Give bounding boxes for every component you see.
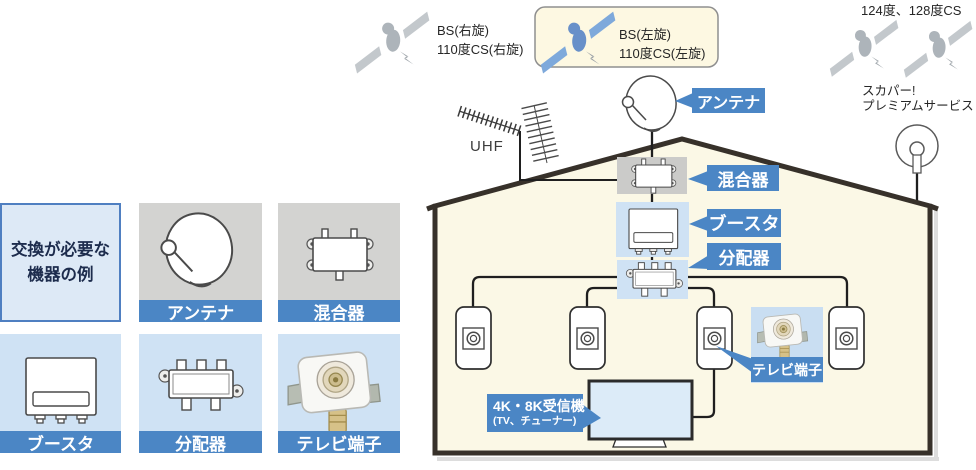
- tv-icon: [587, 379, 694, 448]
- satellite-bs-right-icon: [346, 11, 439, 79]
- satellite-cs128-icon: [896, 20, 976, 83]
- house-shadow-bottom: [437, 457, 939, 461]
- satellite-cs124-icon: [822, 19, 908, 82]
- booster-callout: ブースタ: [707, 209, 781, 237]
- bs-right-label: BS(右旋) 110度CS(右旋): [437, 23, 524, 57]
- left-hand-polarization-highlight-box: [534, 6, 719, 68]
- legend-title: 交換が必要な 機器の例: [0, 203, 121, 322]
- legend-label-antenna: アンテナ: [139, 300, 262, 323]
- right-eave: [929, 203, 939, 212]
- legend-label-splitter: 分配器: [139, 431, 262, 454]
- bs-left-label: BS(左旋) 110度CS(左旋): [619, 27, 706, 61]
- wall-outlet-2: [569, 306, 606, 370]
- antenna-callout: アンテナ: [692, 88, 765, 113]
- outlet3-to-tv-cable: [691, 349, 716, 419]
- legend-label-booster: ブースタ: [0, 431, 121, 454]
- legend-booster-icon: [25, 357, 97, 424]
- legend-label-mixer: 混合器: [278, 300, 400, 323]
- mixer-callout: 混合器: [707, 165, 779, 191]
- skyperfect-label: スカパー! プレミアムサービス: [862, 84, 974, 113]
- uhf-label: UHF: [470, 138, 504, 155]
- uhf-antenna-icon: [457, 102, 652, 181]
- cs-degrees-label: 124度、128度CS: [861, 3, 962, 18]
- wall-outlet-1: [455, 306, 492, 370]
- left-eave: [426, 203, 436, 212]
- house-booster-icon: [628, 208, 679, 255]
- wall-outlet-3: [696, 306, 733, 370]
- tv-terminal-callout: テレビ端子: [751, 357, 823, 382]
- receiver-callout: 4K・8K受信機 (TV、チューナー): [487, 394, 585, 432]
- wall-outlet-4: [828, 306, 865, 370]
- callout-wedges: [582, 93, 753, 429]
- bs-dish-antenna-icon: [620, 71, 682, 135]
- legend-label-tv-terminal: テレビ端子: [278, 431, 400, 454]
- splitter-callout: 分配器: [707, 243, 781, 270]
- house-shadow-right: [934, 210, 938, 457]
